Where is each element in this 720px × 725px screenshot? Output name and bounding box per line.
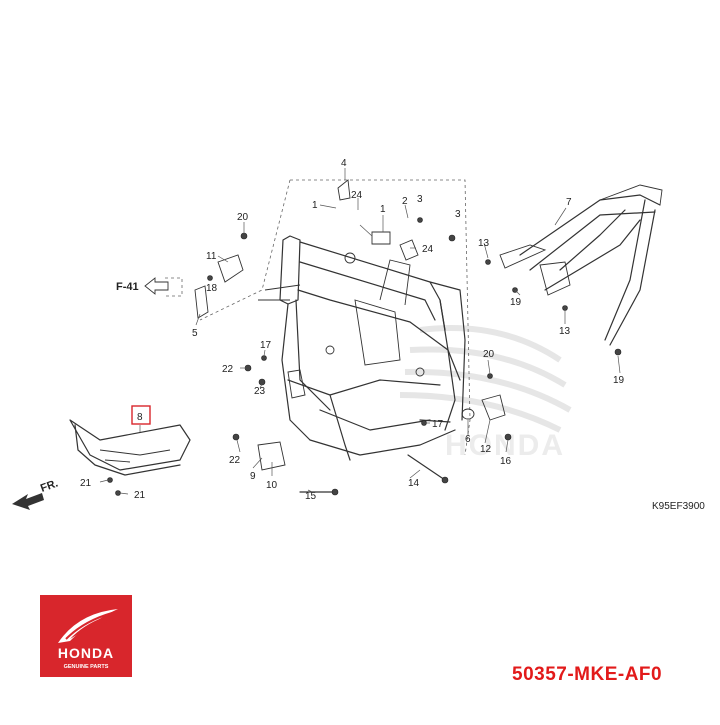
frame-group-outline xyxy=(199,168,471,456)
callout-3: 3 xyxy=(417,194,423,205)
bolt-13 xyxy=(485,259,491,265)
callout-8: 8 xyxy=(137,412,143,423)
callout-17: 17 xyxy=(260,340,272,351)
main-frame xyxy=(258,235,466,461)
callout-15: 15 xyxy=(305,491,317,502)
callout-1: 1 xyxy=(312,200,318,211)
callouts: 1 1 2 3 3 4 5 6 7 8 9 10 11 12 13 13 14 … xyxy=(80,158,625,502)
bolt-13b xyxy=(562,305,568,311)
bolt-19b xyxy=(614,348,622,356)
callout-19: 19 xyxy=(510,297,522,308)
bolt-3b xyxy=(448,234,456,242)
bolt-16 xyxy=(504,433,512,441)
callout-11: 11 xyxy=(206,251,217,262)
bolt-14 xyxy=(441,476,449,484)
callout-13: 13 xyxy=(478,238,490,249)
small-parts xyxy=(194,179,506,493)
bolt-15 xyxy=(331,488,339,496)
bolt-18 xyxy=(207,275,213,281)
honda-logo: HONDA GENUINE PARTS xyxy=(40,595,132,677)
skid-plate xyxy=(69,405,191,476)
figure-code: K95EF3900 xyxy=(652,501,705,512)
brand-tagline: GENUINE PARTS xyxy=(64,664,109,670)
bolt-23 xyxy=(258,378,266,386)
bolts xyxy=(107,217,622,496)
callout-4: 4 xyxy=(341,158,347,169)
callout-16: 16 xyxy=(500,456,512,467)
callout-6: 6 xyxy=(465,434,471,445)
bolt-21 xyxy=(107,477,113,483)
callout-9: 9 xyxy=(250,471,256,482)
watermark-text: HONDA xyxy=(445,429,565,462)
callout-21: 21 xyxy=(80,478,92,489)
front-arrow: FR. xyxy=(12,477,60,510)
brand-name: HONDA xyxy=(58,645,114,661)
callout-3b: 3 xyxy=(455,209,461,220)
ref-f41-label: F-41 xyxy=(116,281,139,293)
callout-21b: 21 xyxy=(134,490,146,501)
callout-1b: 1 xyxy=(380,204,386,215)
highlight-box xyxy=(131,405,151,425)
callout-22: 22 xyxy=(222,364,234,375)
callout-7: 7 xyxy=(566,197,572,208)
leader-lines xyxy=(99,198,621,495)
callout-22b: 22 xyxy=(229,455,241,466)
callout-23: 23 xyxy=(254,386,266,397)
part-number: 50357-MKE-AF0 xyxy=(512,664,663,685)
callout-18: 18 xyxy=(206,283,218,294)
front-arrow-label: FR. xyxy=(39,477,60,494)
bolt-22b xyxy=(232,433,240,441)
bolt-3 xyxy=(417,217,423,223)
callout-17b: 17 xyxy=(432,419,444,430)
honda-wing-icon: HONDA GENUINE PARTS xyxy=(58,609,118,670)
callout-2: 2 xyxy=(402,196,408,207)
callout-24: 24 xyxy=(351,190,363,201)
callout-12: 12 xyxy=(480,444,492,455)
callout-14: 14 xyxy=(408,478,420,489)
bolt-21b xyxy=(115,490,121,496)
callout-20b: 20 xyxy=(483,349,495,360)
bolt-17 xyxy=(261,355,267,361)
bolt-20b xyxy=(487,373,493,379)
callout-20: 20 xyxy=(237,212,249,223)
callout-5: 5 xyxy=(192,328,198,339)
watermark-wing: HONDA xyxy=(399,325,572,462)
callout-24b: 24 xyxy=(422,244,434,255)
bolt-17b xyxy=(421,420,427,426)
callout-19b: 19 xyxy=(613,375,625,386)
callout-10: 10 xyxy=(266,480,278,491)
callout-13b: 13 xyxy=(559,326,571,337)
reference-f41: F-41 xyxy=(116,277,183,297)
subframe xyxy=(499,184,663,346)
